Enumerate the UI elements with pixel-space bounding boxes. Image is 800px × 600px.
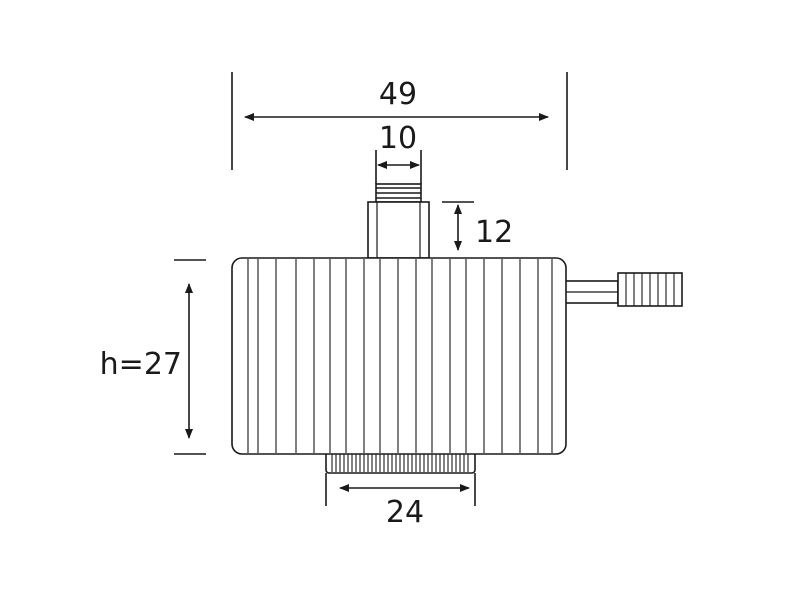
- base-diameter-dimension: 24: [325, 473, 476, 530]
- outlet-diameter-label: 10: [379, 121, 417, 156]
- outlet-height-label: 12: [475, 215, 513, 250]
- height-label: h=27: [100, 347, 182, 382]
- outlet-height-dimension: 12: [442, 201, 513, 251]
- height-dimension: h=27: [100, 259, 206, 455]
- base-diameter-label: 24: [386, 495, 424, 530]
- pump-body: [231, 257, 567, 455]
- width-label: 49: [379, 77, 417, 112]
- base-foot: [325, 451, 476, 474]
- body-ribs: [247, 259, 553, 453]
- width-dimension: 49: [231, 72, 568, 170]
- outlet-nozzle: [367, 183, 430, 259]
- pump-housing: [231, 257, 567, 455]
- outlet-diameter-dimension: 10: [375, 121, 422, 184]
- base-ridges: [331, 454, 469, 472]
- connector-ridges: [625, 273, 675, 306]
- power-cable: [564, 272, 683, 307]
